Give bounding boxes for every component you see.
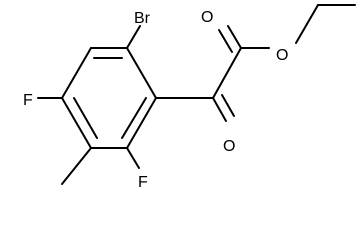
atom-label-br: Br [134, 10, 151, 27]
bond-c6-f [126, 147, 140, 169]
ring-inner-bond-c4-c5 [73, 97, 98, 139]
ring-bond-c6-c1 [126, 97, 157, 149]
ring-bond-c1-c2 [126, 47, 157, 99]
bond-ester-o-to-ch2 [295, 4, 319, 44]
atom-labels: Br F F O O O [23, 9, 288, 191]
bond-c5-methyl [61, 147, 92, 185]
bond-ester-carbon-to-carbonyl-o-double [218, 29, 233, 53]
ring-inner-bond-c6-c1 [121, 97, 147, 139]
atom-label-f-left: F [23, 92, 33, 109]
ring-bond-c3-c4 [61, 47, 92, 99]
bond-keto-carbon-to-c-o-inner [221, 94, 235, 117]
chemical-structure: Br F F O O O [23, 4, 356, 191]
bond-keto-carbon-to-c-o-outer [212, 97, 227, 122]
ring-bond-c4-c5 [61, 97, 92, 149]
substituent-bonds [37, 25, 214, 185]
atom-label-o-ester-carbonyl: O [201, 9, 213, 26]
bond-keto-to-ester-carbon [212, 47, 242, 99]
benzene-ring [61, 47, 157, 149]
atom-label-f-bottom: F [138, 174, 148, 191]
bond-c2-br [126, 25, 141, 49]
atom-label-o-ester: O [276, 47, 288, 64]
atom-label-o-keto: O [223, 138, 235, 155]
keto-ester-chain [212, 4, 356, 122]
bond-ester-carbon-to-carbonyl-o [227, 25, 242, 49]
